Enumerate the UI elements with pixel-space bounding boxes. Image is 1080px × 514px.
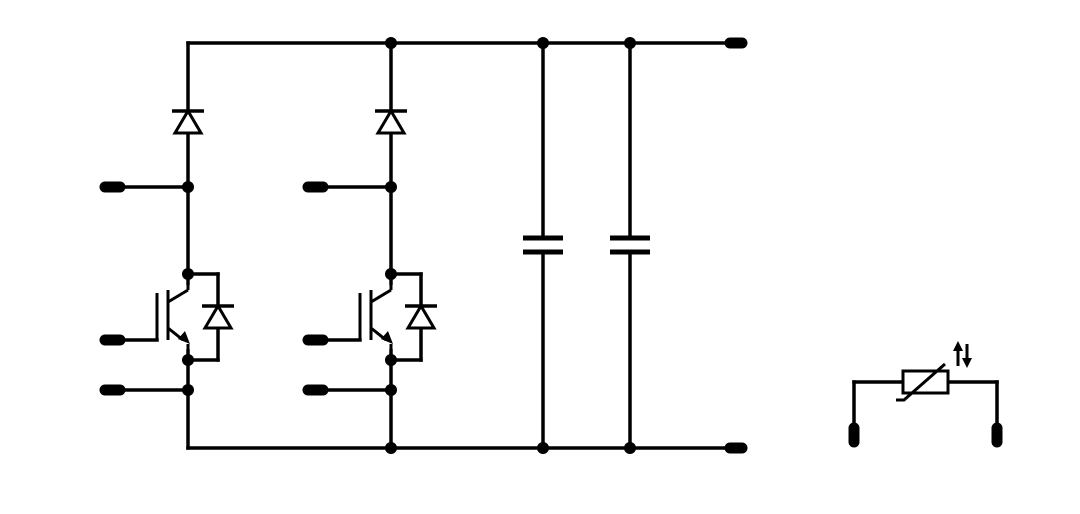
leg-1 <box>99 41 234 450</box>
leg-2-bottom-node <box>385 442 397 454</box>
leg-1-node-d <box>182 384 194 396</box>
leg-1-freewheel-diode <box>186 272 234 362</box>
ntc-thermistor <box>848 341 1003 448</box>
temperature-arrows-icon <box>953 341 972 368</box>
leg-2-node-b <box>385 268 397 280</box>
leg-2-node-c <box>385 354 397 366</box>
leg-2-igbt <box>302 274 399 360</box>
leg-2-node-a <box>385 181 397 193</box>
leg-2-node-d <box>385 384 397 396</box>
dc-link-capacitor-1 <box>523 37 563 454</box>
leg-1-series-diode <box>172 108 204 135</box>
leg-2 <box>302 37 437 454</box>
leg-1-igbt <box>99 274 196 360</box>
dc-link-capacitor-2 <box>610 37 650 454</box>
leg-1-node-b <box>182 268 194 280</box>
leg-2-series-diode <box>375 108 407 135</box>
leg-1-node-a <box>182 181 194 193</box>
leg-2-top-node <box>385 37 397 49</box>
leg-1-node-c <box>182 354 194 366</box>
